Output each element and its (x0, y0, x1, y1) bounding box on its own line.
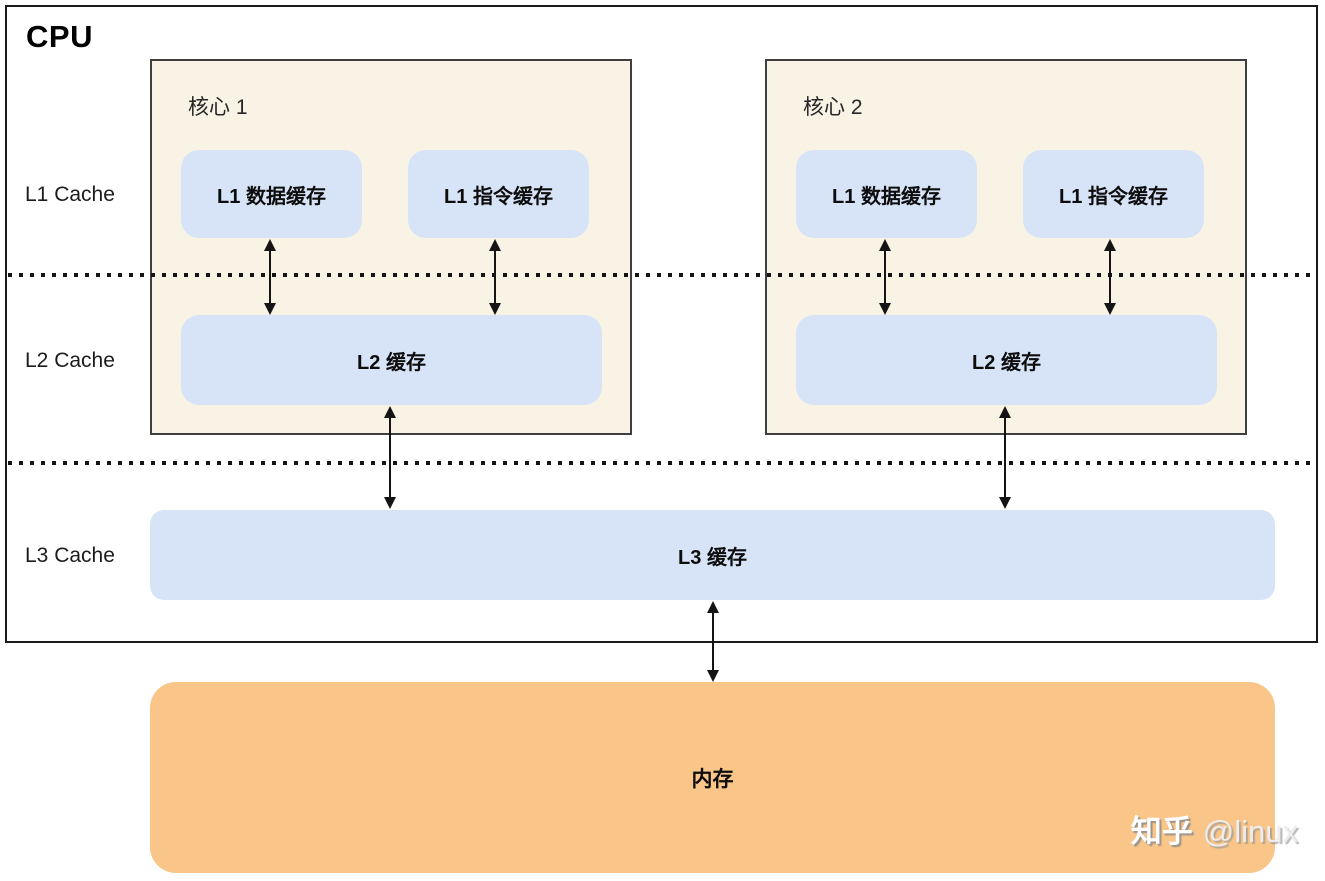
arrow-shaft (1004, 412, 1006, 503)
row-label-l1-cache: L1 Cache (25, 183, 115, 206)
core1-l1-instruction-cache-box: L1 指令缓存 (408, 150, 589, 238)
core2-l1-instruction-cache-box: L1 指令缓存 (1023, 150, 1204, 238)
l3-cache-box: L3 缓存 (150, 510, 1275, 600)
arrow-shaft (712, 607, 714, 676)
arrow-head-down-icon (264, 303, 276, 315)
watermark-brand: 知乎 (1130, 814, 1193, 849)
arrow-head-down-icon (879, 303, 891, 315)
cpu-title: CPU (26, 19, 93, 54)
arrow-head-down-icon (707, 670, 719, 682)
arrow-core2-l1data-l2 (878, 239, 892, 315)
arrow-shaft (1109, 245, 1111, 309)
arrow-core1-l1instr-l2 (488, 239, 502, 315)
arrow-core1-l1data-l2 (263, 239, 277, 315)
core2-box: 核心 2 L1 数据缓存 L1 指令缓存 L2 缓存 (765, 59, 1247, 435)
arrow-core2-l2-l3 (998, 406, 1012, 509)
arrow-shaft (269, 245, 271, 309)
watermark: 知乎 @linux (1131, 806, 1298, 851)
arrow-head-down-icon (489, 303, 501, 315)
watermark-handle: @linux (1202, 814, 1298, 849)
core1-l1-data-cache-box: L1 数据缓存 (181, 150, 362, 238)
row-label-l3-cache: L3 Cache (25, 544, 115, 567)
core1-title: 核心 1 (188, 96, 248, 119)
memory-box: 内存 (150, 682, 1275, 873)
core1-box: 核心 1 L1 数据缓存 L1 指令缓存 L2 缓存 (150, 59, 632, 435)
core2-title: 核心 2 (803, 96, 863, 119)
core2-l2-cache-box: L2 缓存 (796, 315, 1217, 405)
arrow-shaft (494, 245, 496, 309)
arrow-core1-l2-l3 (383, 406, 397, 509)
l2-l3-divider-dotted-line (8, 461, 1316, 465)
arrow-head-down-icon (384, 497, 396, 509)
arrow-shaft (884, 245, 886, 309)
row-label-l2-cache: L2 Cache (25, 349, 115, 372)
core2-l1-data-cache-box: L1 数据缓存 (796, 150, 977, 238)
arrow-head-down-icon (999, 497, 1011, 509)
l1-l2-divider-dotted-line (8, 273, 1316, 277)
core1-l2-cache-box: L2 缓存 (181, 315, 602, 405)
arrow-shaft (389, 412, 391, 503)
arrow-head-down-icon (1104, 303, 1116, 315)
arrow-core2-l1instr-l2 (1103, 239, 1117, 315)
arrow-l3-memory (706, 601, 720, 682)
